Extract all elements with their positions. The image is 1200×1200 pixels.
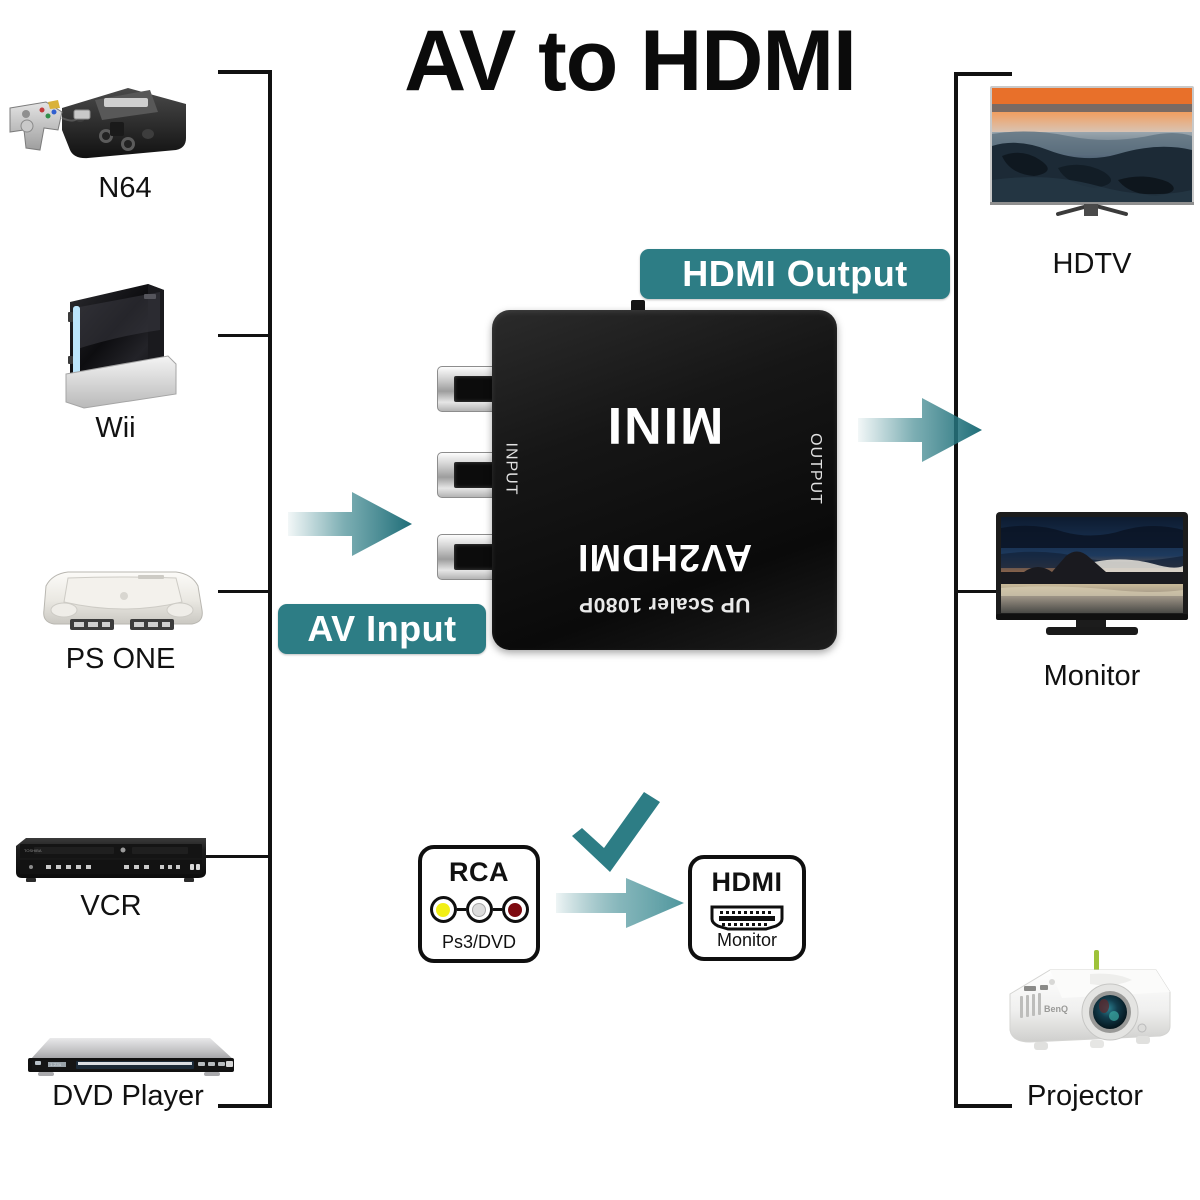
converter-rca-jack-video (437, 366, 499, 412)
converter-face: UP Scaler 1080P AV2HDMI MINI (492, 310, 837, 650)
hdmi-port-icon (708, 903, 786, 933)
check-icon (560, 788, 670, 878)
bracket-stub-hdtv (954, 72, 1012, 76)
converter-output-label: OUTPUT (807, 433, 825, 505)
bracket-stub-dvd (218, 1104, 272, 1108)
rca-spec-box: RCA Ps3/DVD (418, 845, 540, 963)
vcr-illustration: TOSHIBA (12, 832, 210, 888)
psone-illustration (28, 562, 213, 640)
bracket-stub-vcr (205, 855, 272, 858)
bracket-stub-wii (218, 334, 272, 337)
projector-illustration: BenQ (990, 950, 1180, 1070)
svg-text:BenQ: BenQ (1044, 1004, 1068, 1014)
page-title: AV to HDMI (404, 13, 857, 109)
output-label-projector: Projector (1026, 1080, 1144, 1112)
rca-plug-video (429, 896, 457, 923)
badge-av-input: AV Input (278, 604, 486, 654)
source-label-psone: PS ONE (65, 643, 176, 675)
n64-illustration (0, 78, 200, 168)
source-label-dvd: DVD Player (52, 1080, 204, 1112)
converter-rca-jack-audio-right (437, 534, 499, 580)
source-label-vcr: VCR (80, 890, 142, 922)
monitor-illustration (994, 510, 1190, 640)
dvd-player-illustration: 1:23u (14, 1030, 242, 1078)
badge-hdmi-output: HDMI Output (640, 249, 950, 299)
rca-subtitle: Ps3/DVD (441, 932, 517, 952)
rca-plug-row (422, 896, 536, 923)
svg-text:1:23u: 1:23u (50, 1062, 62, 1067)
bracket-stub-n64 (218, 70, 272, 74)
bracket-stub-monitor (954, 590, 1010, 593)
av-input-arrow-icon (288, 486, 414, 562)
rca-plug-audio-right (501, 896, 529, 923)
output-label-hdtv: HDTV (1052, 248, 1132, 280)
converter-brand: AV2HDMI (576, 536, 753, 578)
converter-subtitle: UP Scaler 1080P (578, 593, 751, 616)
source-label-wii: Wii (95, 412, 136, 444)
hdmi-output-arrow-icon (858, 392, 984, 468)
rca-plug-audio-left (465, 896, 493, 923)
convert-arrow-icon (556, 875, 686, 931)
rca-title: RCA (449, 857, 509, 887)
converter-rca-jack-audio-left (437, 452, 499, 498)
av2hdmi-converter: UP Scaler 1080P AV2HDMI MINI INPUT OUTPU… (492, 310, 837, 650)
bracket-stub-psone (218, 590, 272, 593)
svg-text:TOSHIBA: TOSHIBA (24, 848, 42, 853)
converter-input-label: INPUT (502, 442, 520, 496)
hdmi-subtitle: Monitor (716, 930, 778, 950)
output-label-monitor: Monitor (1043, 660, 1141, 692)
rca-link-1 (456, 908, 466, 911)
bracket-stub-projector (954, 1104, 1012, 1108)
hdtv-illustration (988, 84, 1196, 224)
hdmi-title: HDMI (711, 867, 783, 897)
bracket-vertical-left (268, 70, 272, 1108)
wii-illustration (48, 278, 183, 410)
converter-size-label: MINI (605, 396, 724, 454)
hdmi-spec-box: HDMI Monitor (688, 855, 806, 961)
converter-top-nub (631, 300, 645, 312)
source-label-n64: N64 (98, 172, 152, 204)
rca-link-2 (492, 908, 502, 911)
